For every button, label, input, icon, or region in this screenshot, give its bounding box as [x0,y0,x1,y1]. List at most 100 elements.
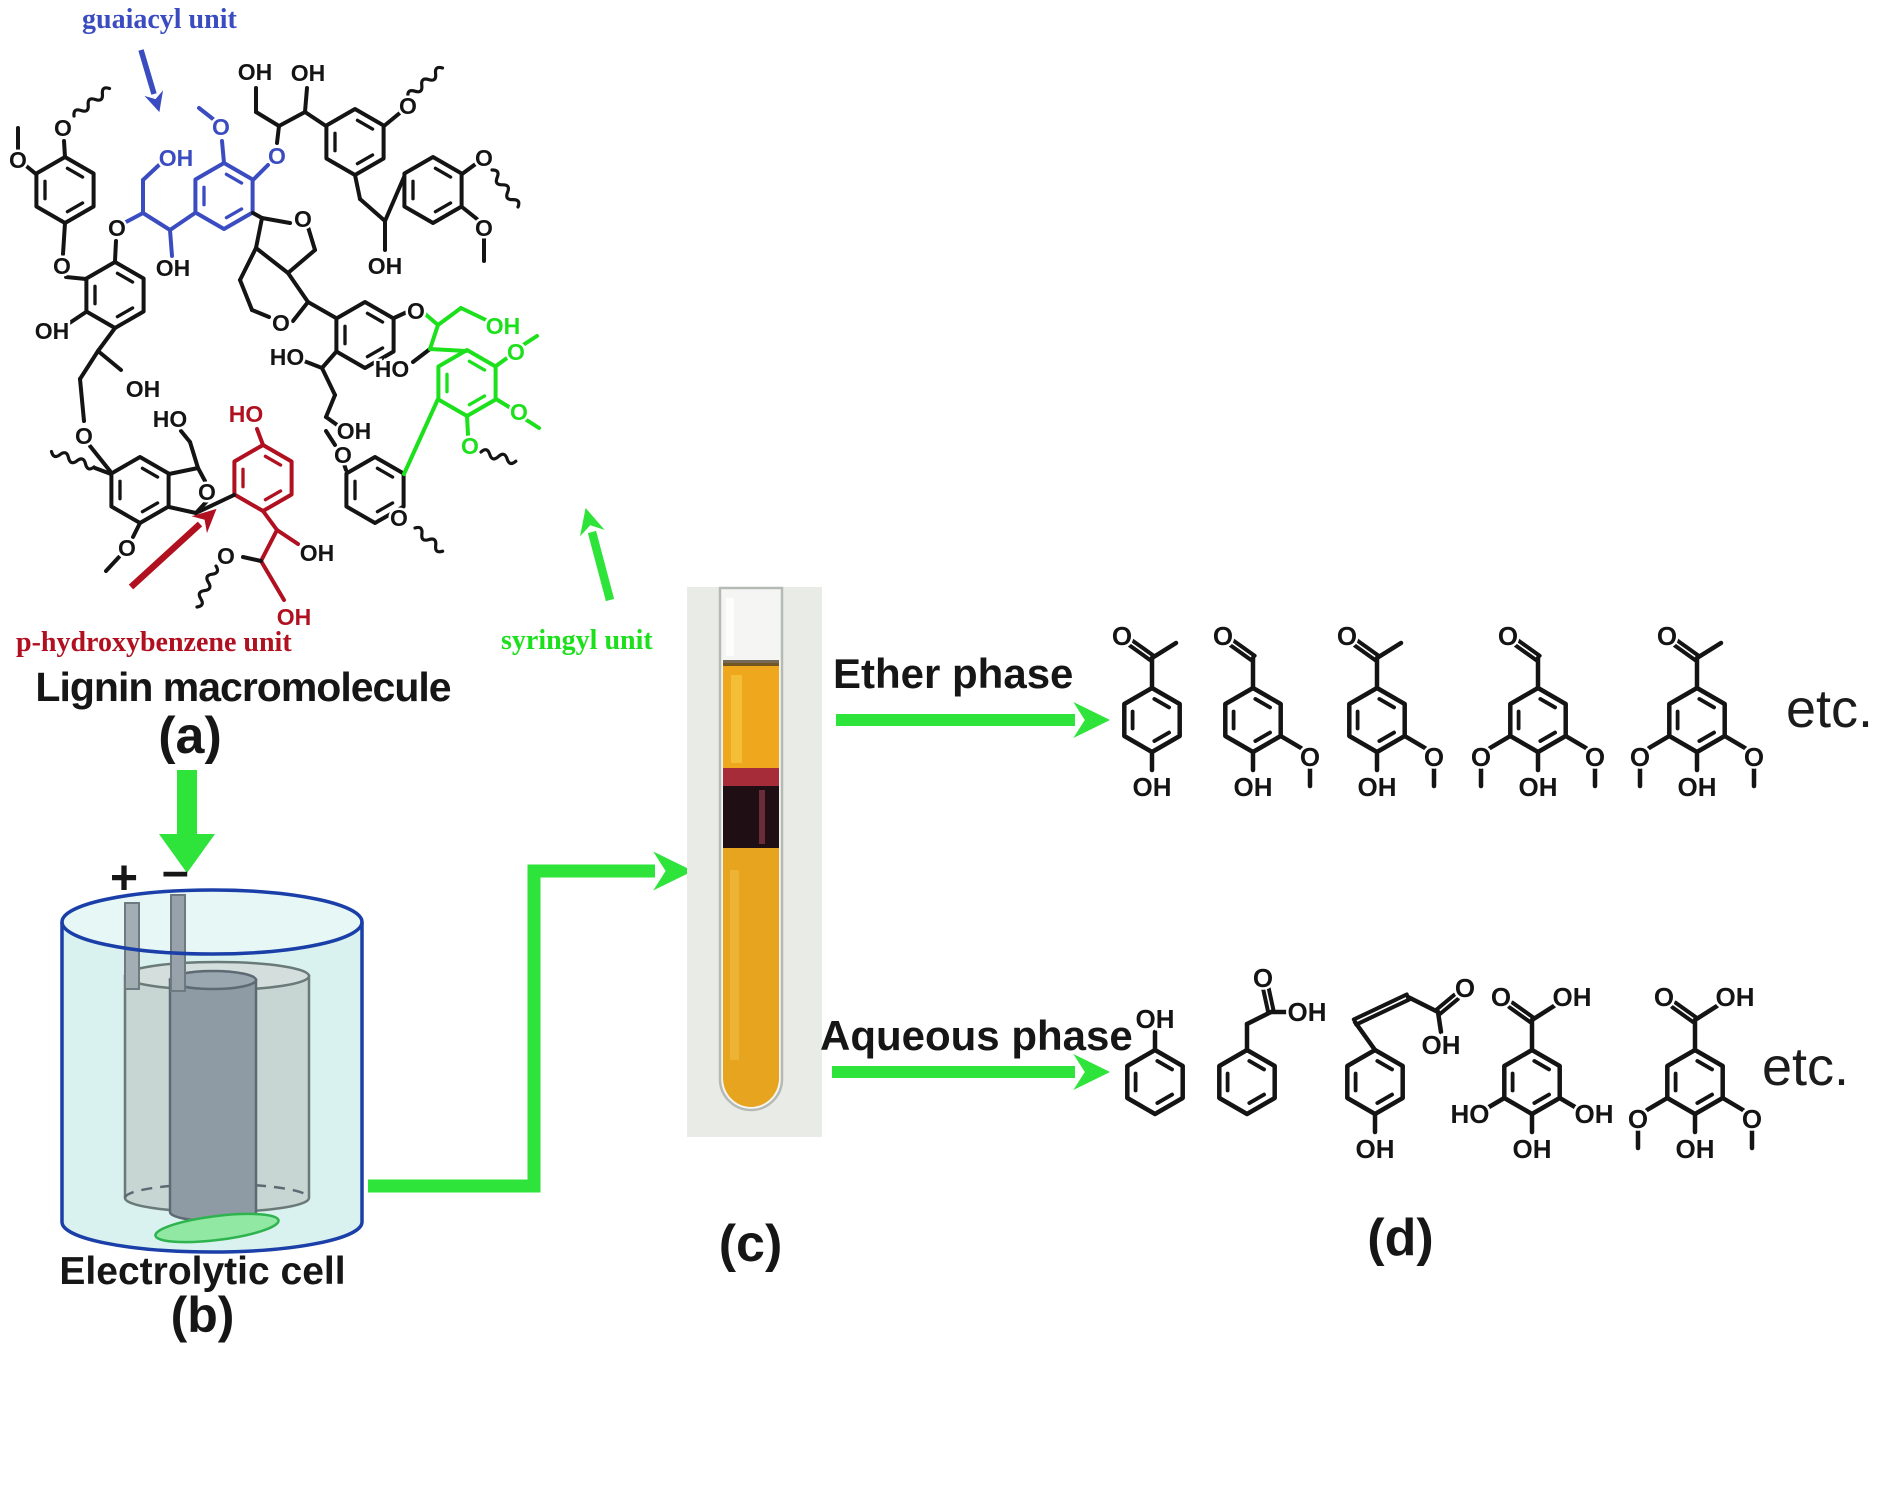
glass-highlight [726,598,734,656]
anode-plus-label: + [110,852,139,905]
bond [1646,733,1672,751]
bond [131,521,142,539]
atom-label: O [198,479,216,505]
bond [1253,730,1272,743]
bond [78,377,86,423]
benzene-ring [1502,1047,1562,1117]
bond [411,347,432,364]
bond [1152,697,1171,710]
benzene-ring [1665,1047,1725,1117]
bond [140,466,160,479]
bond [261,509,279,532]
atom-label: OH [1133,772,1172,802]
bond [1563,733,1589,751]
atom-label: O [507,339,525,365]
panel-c-tag: (c) [718,1215,783,1273]
bond [88,444,112,473]
liquid-highlight-2 [730,870,739,1060]
bond [65,201,85,214]
bond [1130,638,1156,658]
polymer-continuation-squiggle [49,449,96,471]
polymer-continuation-squiggle [479,448,518,466]
atom-label: OH [1513,1134,1552,1164]
atom-label: O [1630,742,1650,772]
bond [286,248,317,275]
bond [251,211,264,220]
bond [113,239,118,263]
atom-label: OH [1678,772,1717,802]
bond [355,118,375,131]
bond [1266,986,1276,1014]
bond [1507,1005,1533,1025]
anode-rod [124,902,140,990]
lignin-macromolecule-title: Lignin macromolecule [35,664,451,710]
bond [260,216,292,225]
bond [1516,638,1542,658]
bond [1722,733,1748,751]
bond [286,271,310,304]
bond [78,349,100,381]
compound-4-hydroxyacetophenone: OOH [1109,619,1182,805]
atom-label: O [1424,742,1444,772]
ether-phase-label: Ether phase [833,650,1074,697]
atom-label: O [390,505,408,531]
atom-label: O [108,215,126,241]
bond [96,326,117,353]
bond [291,300,310,323]
bond [1538,730,1557,743]
compound-phenol: OH [1125,1002,1185,1117]
atom-label: OH [1288,997,1327,1027]
bond [1697,697,1716,710]
atom-label: O [399,93,417,119]
meniscus-line [723,660,779,666]
bond [1374,640,1404,661]
bond [1437,997,1460,1017]
benzene-ring [1508,685,1568,755]
cathode-rod [170,894,186,992]
atom-label: O [53,253,71,279]
bond [353,173,362,201]
atom-label: OH [238,59,273,85]
bond [1434,992,1457,1012]
bond [179,429,192,444]
bond [1672,643,1698,663]
atom-label: O [510,399,528,425]
atom-label: O [1585,742,1605,772]
bond [277,110,307,128]
bond [254,246,290,275]
bond [302,359,324,370]
benzene-ring [1667,685,1727,755]
bond [197,106,215,121]
bond [224,207,244,220]
bond [467,394,487,407]
bond [238,278,254,312]
benzene-ring [402,155,464,225]
ether-etc-label: etc. [1786,679,1874,739]
bond [1695,1059,1714,1072]
bond [459,306,488,322]
bond [1673,1000,1699,1020]
aqueous-phase-label: Aqueous phase [820,1012,1133,1059]
bond [263,454,283,467]
benzene-ring [436,348,498,418]
bond [254,216,264,250]
benzene-ring [1217,1047,1277,1117]
guaiacyl-unit-label: guaiacyl unit [82,4,237,35]
atom-label: O [1628,1104,1648,1134]
atom-label: OH [1553,982,1592,1012]
bond [521,334,539,347]
bond [1127,643,1153,663]
bond [460,161,479,176]
bond [1532,1059,1551,1072]
bond [66,310,88,326]
panel-b-tag: (b) [170,1287,235,1343]
bond [1278,733,1304,751]
bond [1670,1005,1696,1025]
bond [188,440,200,470]
atom-label: O [1744,742,1764,772]
